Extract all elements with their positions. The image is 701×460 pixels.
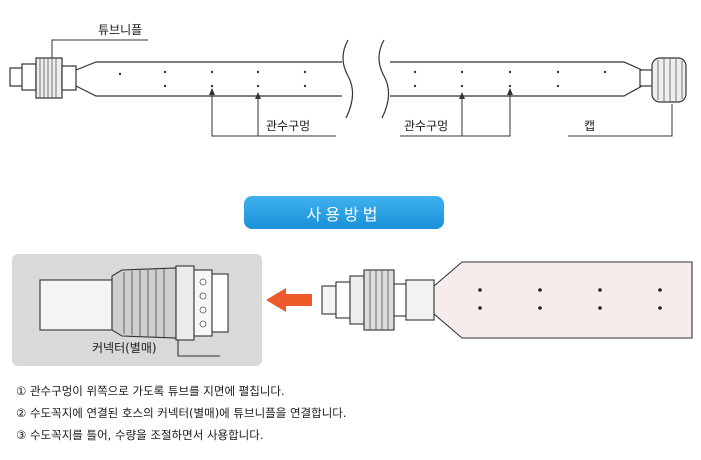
connector-sleeve xyxy=(175,265,195,341)
instruction-step-3: ③ 수도꼭지를 틀어, 수량을 조절하면서 사용합니다. xyxy=(16,428,264,442)
hose xyxy=(39,279,113,331)
label-cap: 캡 xyxy=(584,119,595,133)
callout-hole-left-line-a xyxy=(211,92,336,137)
tube-body-closeup xyxy=(433,261,693,339)
tube-closeup xyxy=(321,261,693,339)
callout-tube-nipple-line xyxy=(51,39,148,58)
label-connector: 커넥터(별매) xyxy=(92,341,157,355)
cap-body xyxy=(651,57,687,103)
nipple-collar-closeup xyxy=(405,279,435,321)
nipple-tip-closeup xyxy=(321,285,337,315)
tube-assembly-top xyxy=(9,39,687,119)
connector-illustration xyxy=(39,265,229,357)
nipple-collar xyxy=(61,65,77,91)
tube-right-outline xyxy=(390,61,643,97)
break-mark-right xyxy=(378,39,390,119)
nipple-nut-closeup xyxy=(363,269,395,331)
callout-cap-line xyxy=(568,104,673,137)
label-hole-left: 관수구멍 xyxy=(266,119,310,133)
callout-lines-top xyxy=(51,39,673,137)
connector-nut xyxy=(111,267,177,339)
arrow-left-icon xyxy=(266,288,312,312)
nipple-neck-closeup xyxy=(393,283,407,317)
instructions-list: ① 관수구멍이 위쪽으로 가도록 튜브를 지면에 펼칩니다. ② 수도꼭지에 연… xyxy=(16,380,696,446)
connector-mouth xyxy=(211,273,229,333)
callout-arrowheads xyxy=(209,88,513,99)
callout-connector-line xyxy=(177,340,220,357)
label-tube-nipple: 튜브니플 xyxy=(98,23,142,37)
tube-holes-closeup xyxy=(478,288,662,310)
nipple-mid-closeup xyxy=(349,275,365,325)
tube-left-outline xyxy=(75,61,342,97)
instruction-step-1: ① 관수구멍이 위쪽으로 가도록 튜브를 지면에 펼칩니다. xyxy=(16,384,285,398)
nipple-ring-closeup xyxy=(335,281,351,319)
nipple-ring xyxy=(21,63,37,91)
tube-holes-top xyxy=(118,70,607,88)
usage-title: 사용방법 xyxy=(244,196,444,229)
instruction-step-2: ② 수도꼭지에 연결된 호스의 커넥터(별매)에 튜브니플을 연결합니다. xyxy=(16,406,347,420)
label-hole-right: 관수구멍 xyxy=(404,119,448,133)
callout-hole-right-line-a xyxy=(400,92,511,137)
break-mark-left xyxy=(342,39,354,119)
